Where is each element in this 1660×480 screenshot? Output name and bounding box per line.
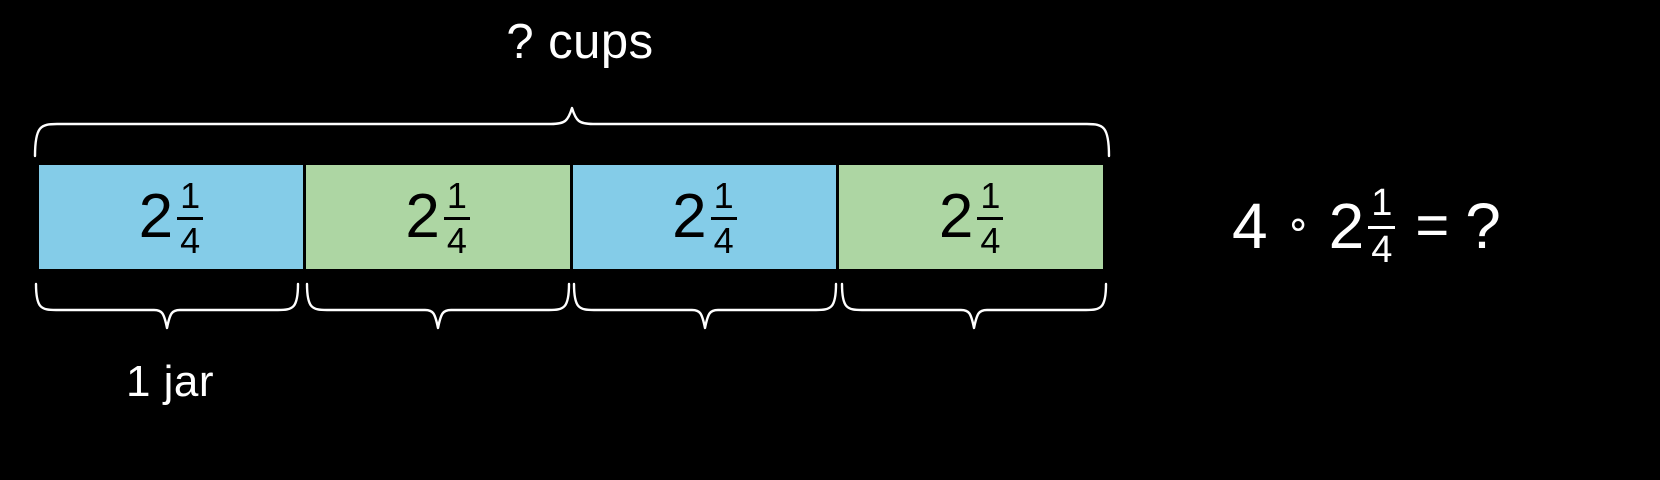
fraction-bar bbox=[177, 216, 204, 220]
whole-part: 2 bbox=[138, 182, 174, 251]
bar-segment-3[interactable]: 2 1 4 bbox=[572, 165, 840, 269]
fraction: 1 4 bbox=[977, 174, 1004, 261]
denominator: 4 bbox=[180, 219, 201, 261]
mixed-number-3: 2 1 4 bbox=[672, 176, 737, 259]
fraction: 1 4 bbox=[710, 174, 737, 261]
fraction-bar bbox=[977, 216, 1004, 220]
bar-segment-4[interactable]: 2 1 4 bbox=[839, 165, 1103, 269]
fraction: 1 4 bbox=[443, 174, 470, 261]
equation-factor: 4 bbox=[1232, 190, 1268, 262]
unknown-result: ? bbox=[1465, 190, 1501, 262]
equation-mixed-number: 2 1 4 bbox=[1328, 181, 1396, 271]
numerator: 1 bbox=[446, 174, 467, 216]
numerator: 1 bbox=[713, 174, 734, 216]
bar-segment-2[interactable]: 2 1 4 bbox=[305, 165, 573, 269]
whole-part: 2 bbox=[672, 182, 707, 251]
whole-part: 2 bbox=[1328, 190, 1365, 262]
bar-model: 2 1 4 2 1 4 2 1 bbox=[36, 162, 1106, 272]
denominator: 4 bbox=[980, 219, 1001, 261]
denominator: 4 bbox=[1371, 228, 1393, 271]
mixed-number-2: 2 1 4 bbox=[405, 176, 470, 259]
multiplication-operator-icon: ∘ bbox=[1285, 202, 1311, 246]
bottom-brace-2 bbox=[303, 282, 573, 332]
numerator: 1 bbox=[980, 174, 1001, 216]
fraction: 1 4 bbox=[177, 174, 204, 261]
denominator: 4 bbox=[446, 219, 467, 261]
bar-segment-1[interactable]: 2 1 4 bbox=[39, 165, 306, 269]
numerator: 1 bbox=[180, 174, 201, 216]
fraction-bar bbox=[1368, 225, 1396, 229]
fraction-bar bbox=[443, 216, 470, 220]
bottom-brace-3 bbox=[570, 282, 840, 332]
fraction: 1 4 bbox=[1368, 181, 1396, 271]
fraction-bar bbox=[710, 216, 737, 220]
equals-sign: = bbox=[1415, 193, 1450, 258]
whole-part: 2 bbox=[405, 182, 440, 251]
bottom-brace-1 bbox=[32, 282, 302, 332]
top-brace bbox=[31, 104, 1113, 158]
numerator: 1 bbox=[1371, 181, 1393, 224]
total-label: ? cups bbox=[506, 15, 654, 69]
denominator: 4 bbox=[713, 219, 734, 261]
mixed-number-1: 2 1 4 bbox=[139, 176, 204, 259]
whole-part: 2 bbox=[938, 182, 974, 251]
equation: 4 ∘ 2 1 4 = ? bbox=[1232, 178, 1501, 274]
bottom-brace-4 bbox=[838, 282, 1110, 332]
mixed-number-4: 2 1 4 bbox=[939, 176, 1004, 259]
unit-label: 1 jar bbox=[125, 357, 215, 406]
